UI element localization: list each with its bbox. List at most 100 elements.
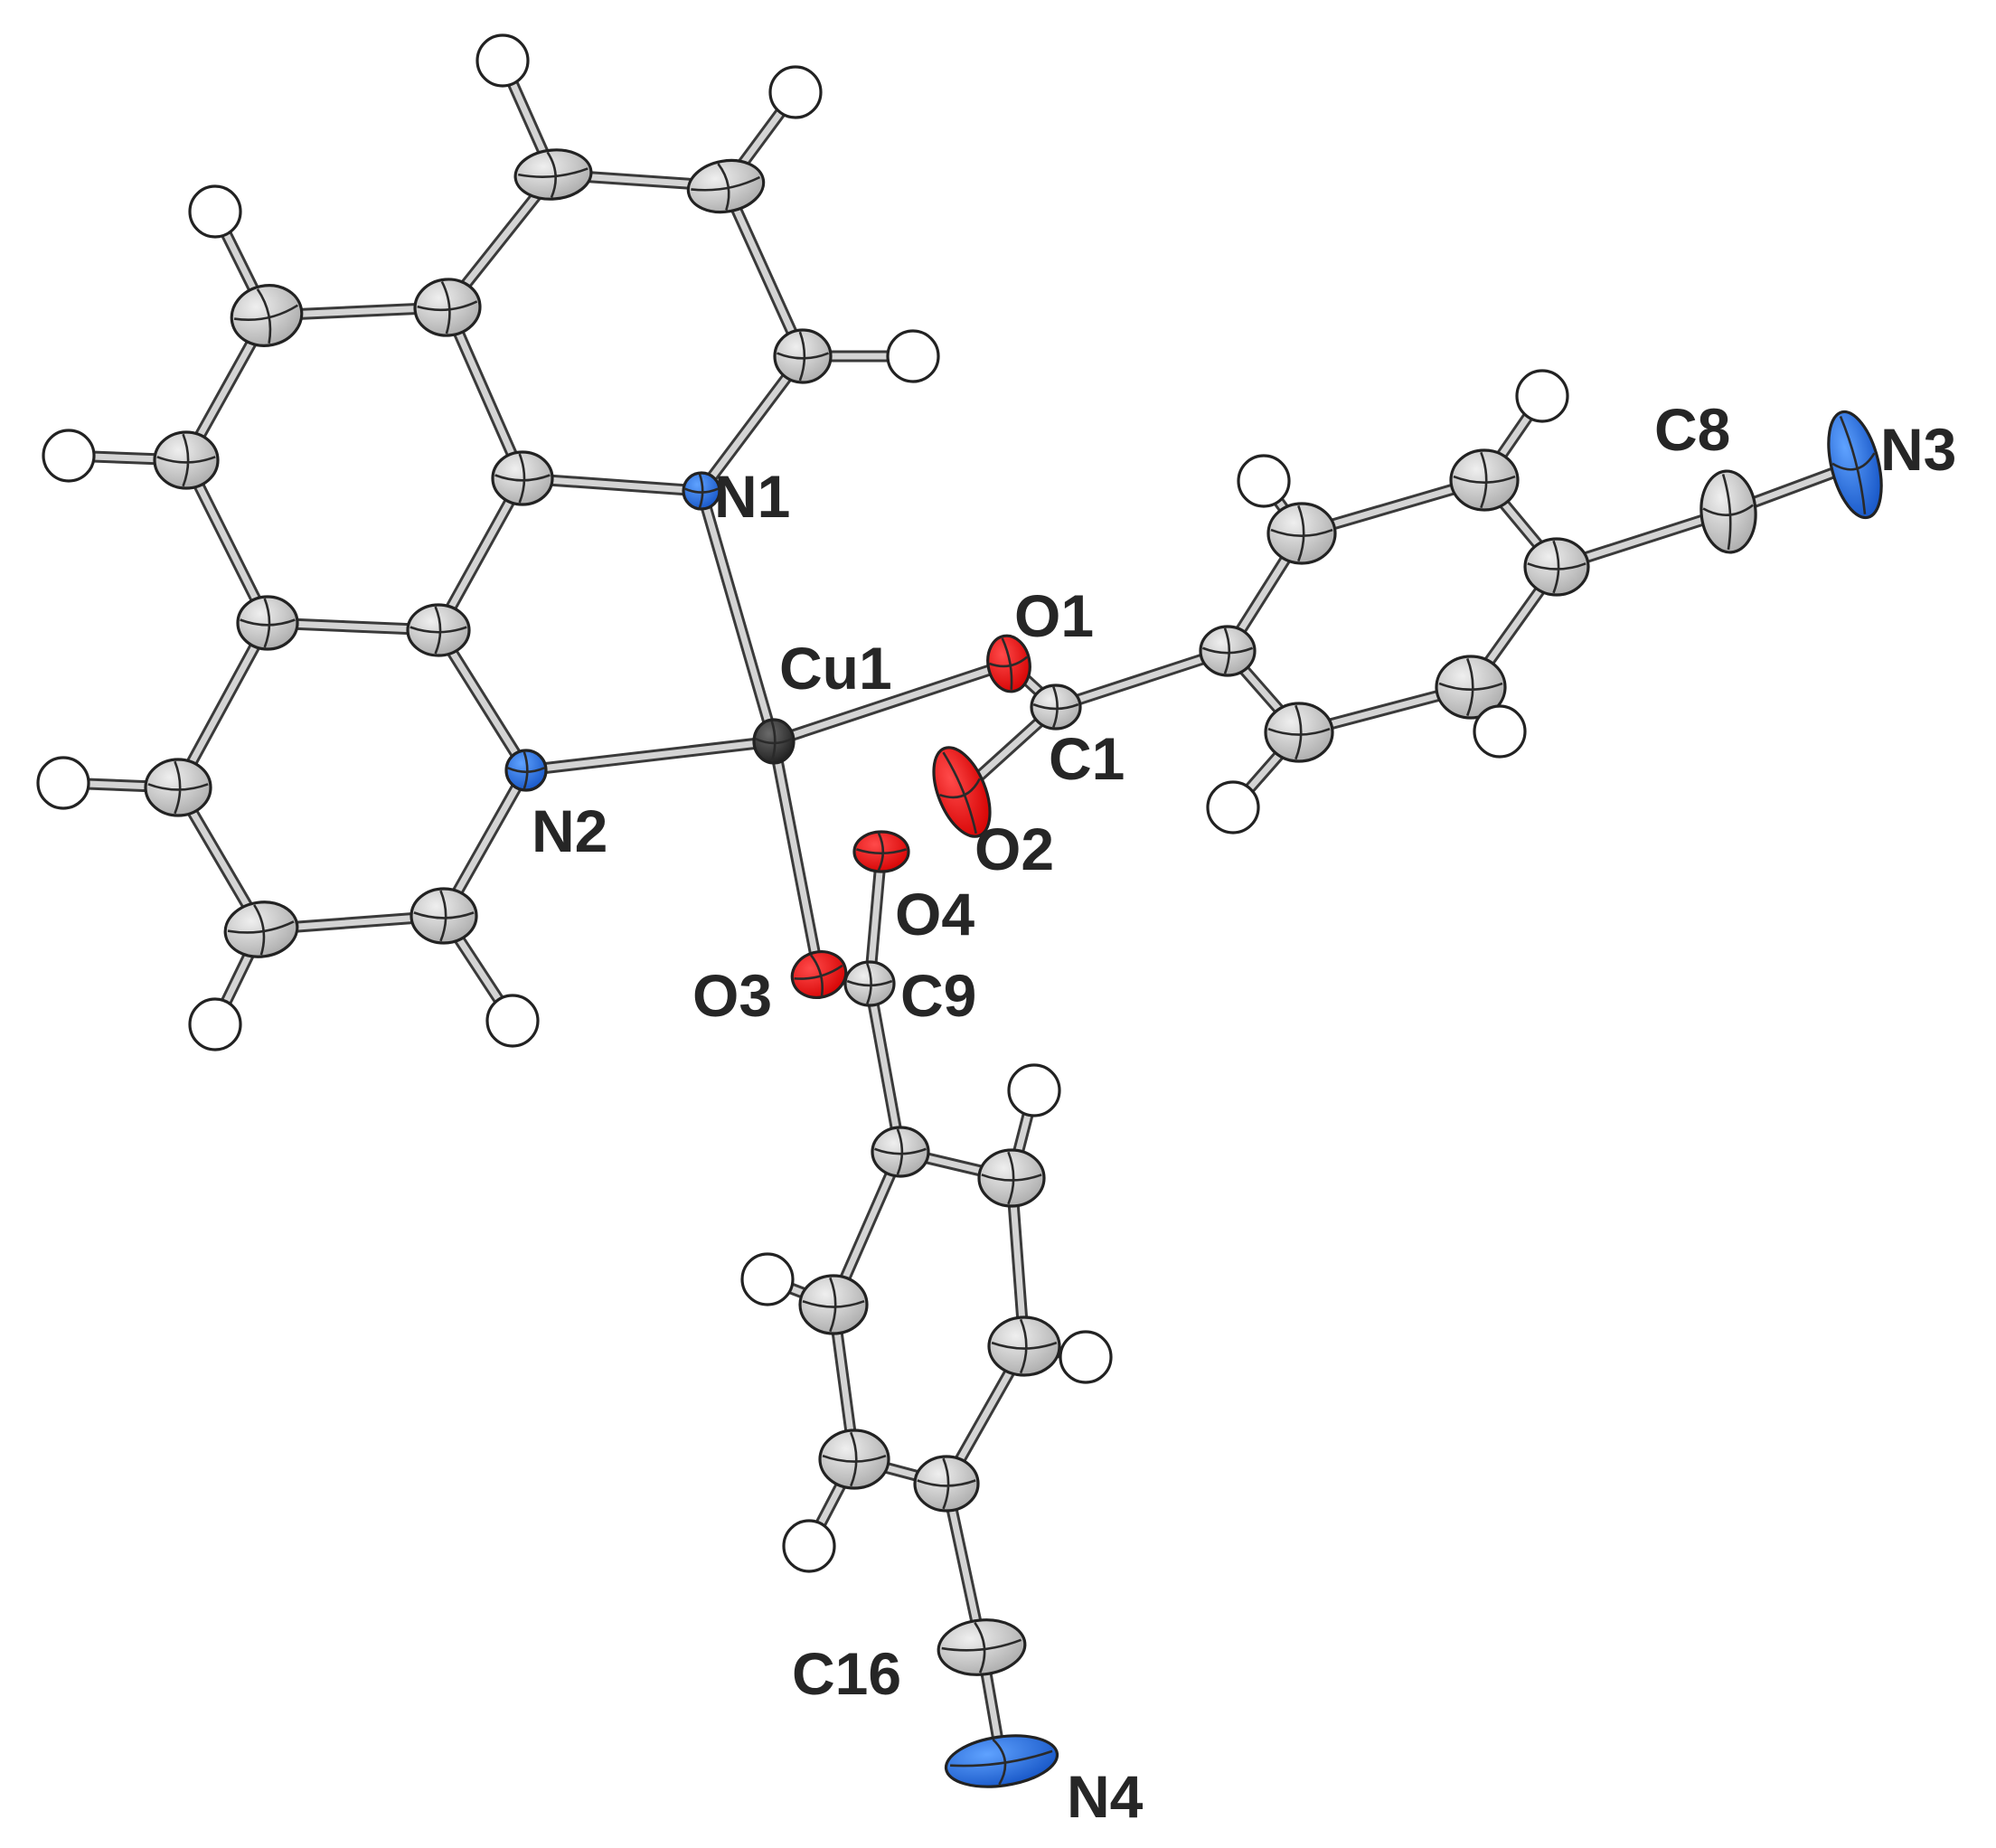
ellipsoid-axes-rb2 [981,1151,1042,1205]
ellipsoid-axes-rb4 [917,1457,976,1510]
atom-c16 [937,1618,1027,1676]
atom-h9 [1515,369,1569,423]
ellipsoid-axes-n1 [684,473,719,509]
label-o2: O2 [974,816,1054,882]
atom-h4 [886,329,940,383]
ellipsoid-axes-pa11 [227,904,295,956]
ellipsoid-pa1 [513,148,593,201]
ellipsoid-h2 [768,65,823,119]
ellipsoid-axes-c16 [941,1622,1022,1674]
atom-o4 [852,830,910,873]
ellipsoid-h12 [1206,780,1260,834]
ellipsoid-axes-n3 [1831,415,1876,514]
ellipsoid-axes-pa12 [413,890,475,942]
ellipsoid-axes-rb6 [802,1277,865,1333]
ellipsoid-h15 [1059,1330,1113,1384]
ellipsoid-axes-c1 [1032,686,1079,728]
atom-o2 [932,746,992,838]
atom-h3 [188,184,242,239]
atom-pa10 [144,758,212,817]
ellipsoid-h6 [36,756,90,810]
bond-cu1-n1 [698,487,777,745]
ellipsoid-pa6 [230,284,304,347]
label-o4: O4 [895,881,974,948]
ellipsoid-axes-cu1 [755,721,793,762]
ellipsoid-axes-pa3 [776,331,830,382]
atom-h13 [1007,1063,1061,1117]
ellipsoid-axes-rb1 [874,1128,927,1175]
atom-ra4 [1523,537,1590,597]
label-cu1: Cu1 [779,635,892,702]
atom-rb1 [871,1126,930,1178]
ellipsoid-h13 [1007,1063,1061,1117]
atom-h8 [485,994,540,1048]
ellipsoid-ra4 [1523,537,1590,597]
atom-rb3 [987,1315,1061,1377]
atom-pa4 [491,450,554,506]
label-n4: N4 [1067,1763,1144,1830]
ellipsoid-n4 [944,1734,1059,1788]
ellipsoid-o4 [852,830,910,873]
ellipsoid-c16 [937,1618,1027,1676]
ellipsoid-h5 [42,429,96,483]
ellipsoid-axes-pa4 [494,453,551,504]
atom-pa2 [686,158,766,214]
ellipsoid-n3 [1827,410,1883,520]
atom-h12 [1206,780,1260,834]
ellipsoid-c8 [1699,469,1757,554]
atom-h16 [782,1519,836,1573]
bond-pa5-pa4 [444,304,526,482]
ellipsoid-rb5 [818,1428,890,1490]
ellipsoid-h3 [188,184,242,239]
ellipsoid-pa4 [491,450,554,506]
ellipsoid-ra1 [1199,625,1257,677]
ellipsoid-axes-c8 [1702,474,1754,551]
ellipsoid-o2 [932,746,992,838]
ellipsoid-ra2 [1266,502,1337,565]
ellipsoid-axes-pa6 [233,288,298,344]
bond-pa3-pa2 [722,183,806,360]
atom-label-layer: Cu1 N1 N2 N3 N4 O1 O2 O3 O4 C1 C8 C9 C16 [532,396,1956,1830]
bond-pa7-pa8 [183,457,271,627]
atom-pa3 [773,328,833,384]
atom-n1 [682,471,721,511]
label-n2: N2 [532,797,607,864]
ellipsoid-axes-pa1 [517,151,588,198]
atom-c1 [1030,684,1082,731]
ellipsoid-axes-o2 [939,751,981,834]
atom-n2 [504,749,548,792]
ellipsoid-axes-o4 [856,832,907,872]
ellipsoid-ra5 [1435,655,1507,720]
ellipsoid-axes-pa2 [691,163,761,211]
ellipsoid-n2 [504,749,548,792]
atom-h6 [36,756,90,810]
atom-ra2 [1266,502,1337,565]
ellipsoid-rb4 [913,1455,980,1513]
ellipsoid-rb2 [977,1148,1046,1208]
ellipsoid-pa9 [406,603,471,657]
ellipsoid-axes-ra4 [1527,540,1586,594]
ellipsoid-h7 [188,997,242,1051]
atom-h2 [768,65,823,119]
atom-pa1 [513,148,593,201]
atom-ra3 [1449,448,1520,512]
label-c9: C9 [900,962,976,1029]
label-n3: N3 [1880,416,1956,483]
atom-pa11 [223,900,299,958]
label-c8: C8 [1654,396,1730,463]
ellipsoid-o3 [790,950,848,999]
atom-c9 [843,960,896,1007]
ellipsoid-axes-ra3 [1453,451,1516,509]
ellipsoid-cu1 [752,718,796,765]
atom-rb4 [913,1455,980,1513]
ellipsoid-h9 [1515,369,1569,423]
ellipsoid-pa11 [223,900,299,958]
atom-rb6 [798,1274,869,1335]
atom-pa5 [413,278,482,337]
ellipsoid-axes-n2 [507,751,545,789]
ellipsoid-h8 [485,994,540,1048]
bond-cu1-n2 [523,738,777,774]
label-c1: C1 [1049,725,1125,792]
ellipsoid-axes-ra2 [1270,504,1333,562]
ellipsoid-axes-n4 [950,1739,1053,1786]
